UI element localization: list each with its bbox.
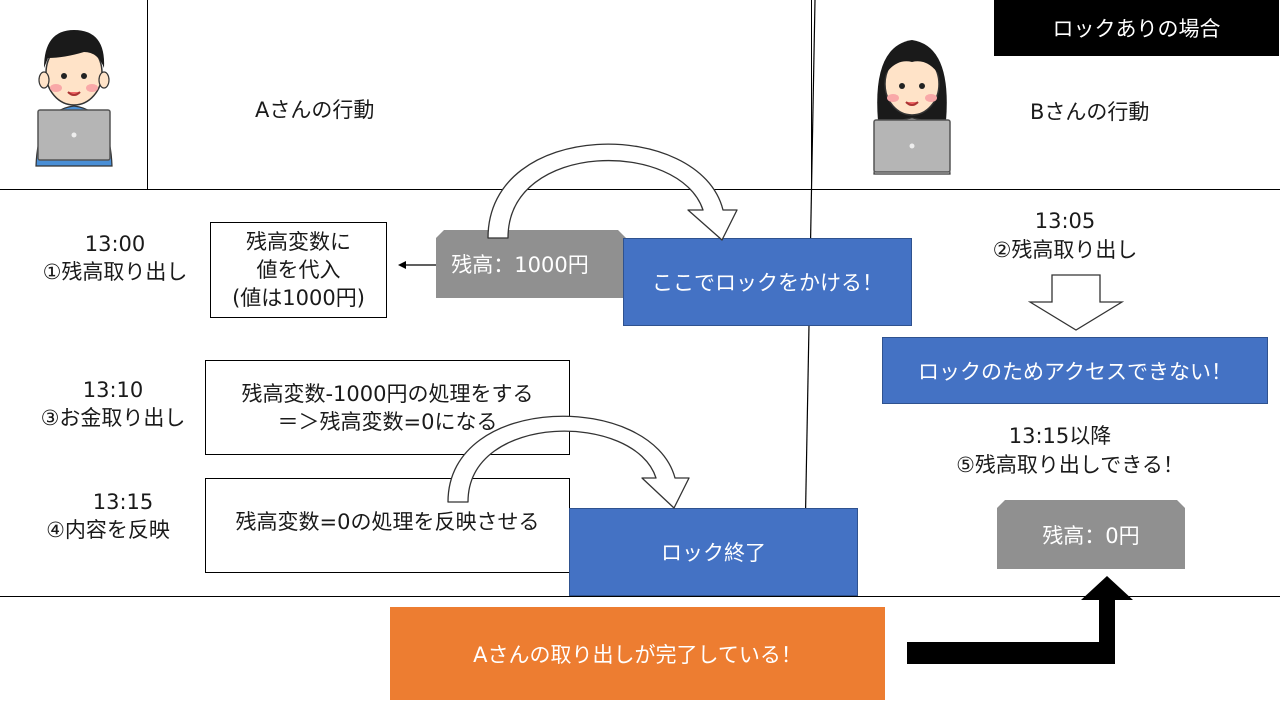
balance-before-badge: 残高：1000円 bbox=[436, 230, 626, 298]
curved-arrow-icon bbox=[487, 143, 738, 241]
b-step-1-time: 13:05 bbox=[1034, 209, 1096, 233]
divider-top bbox=[0, 189, 1280, 190]
a-step-3-box-line: 残高変数=0の処理を反映させる bbox=[235, 509, 540, 534]
lock-blocked-box: ロックのためアクセスできない！ bbox=[882, 337, 1268, 404]
b-step-2-time: 13:15以降 bbox=[1008, 424, 1112, 448]
a-step-2-box-line: ＝＞残高変数=0になる bbox=[277, 409, 498, 434]
b-step-1-label: ②残高取り出し bbox=[992, 238, 1138, 262]
lock-end-box: ロック終了 bbox=[569, 508, 858, 596]
balance-before-label: 残高：1000円 bbox=[451, 253, 589, 277]
header-person-a: Aさんの行動 bbox=[255, 98, 375, 122]
a-step-3-box: 残高変数=0の処理を反映させる bbox=[205, 478, 570, 573]
a-step-1-box-line: (値は1000円) bbox=[232, 286, 365, 310]
a-step-2-box-line: 残高変数-1000円の処理をする bbox=[241, 381, 534, 406]
a-step-2-label: ③お金取り出し bbox=[40, 406, 186, 430]
completed-box: Aさんの取り出しが完了している！ bbox=[390, 607, 885, 700]
balance-after-badge: 残高：0円 bbox=[997, 500, 1185, 569]
a-step-1-box-line: 値を代入 bbox=[256, 258, 341, 282]
divider-header-a bbox=[147, 0, 148, 189]
down-arrow-icon bbox=[1028, 274, 1124, 331]
a-step-1-label: ①残高取り出し bbox=[42, 260, 188, 284]
a-step-1-box: 残高変数に 値を代入 (値は1000円) bbox=[210, 222, 387, 318]
person-b-avatar bbox=[873, 40, 951, 175]
elbow-arrow-icon bbox=[907, 576, 1133, 664]
a-step-1-box-line: 残高変数に bbox=[246, 230, 351, 254]
lock-start-box: ここでロックをかける！ bbox=[623, 238, 912, 326]
a-step-3-label: ④内容を反映 bbox=[46, 518, 170, 542]
divider-header-left bbox=[811, 0, 812, 189]
person-a-avatar bbox=[35, 30, 113, 167]
b-step-2-label: ⑤残高取り出しできる！ bbox=[956, 453, 1184, 477]
divider-bottom bbox=[0, 596, 1280, 597]
banner: ロックありの場合 bbox=[994, 0, 1279, 56]
a-step-3-time: 13:15 bbox=[92, 490, 154, 514]
a-step-2-time: 13:10 bbox=[82, 378, 144, 402]
header-person-b: Bさんの行動 bbox=[1030, 100, 1150, 124]
curved-arrow-icon bbox=[447, 415, 690, 509]
a-step-1-time: 13:00 bbox=[84, 232, 146, 256]
